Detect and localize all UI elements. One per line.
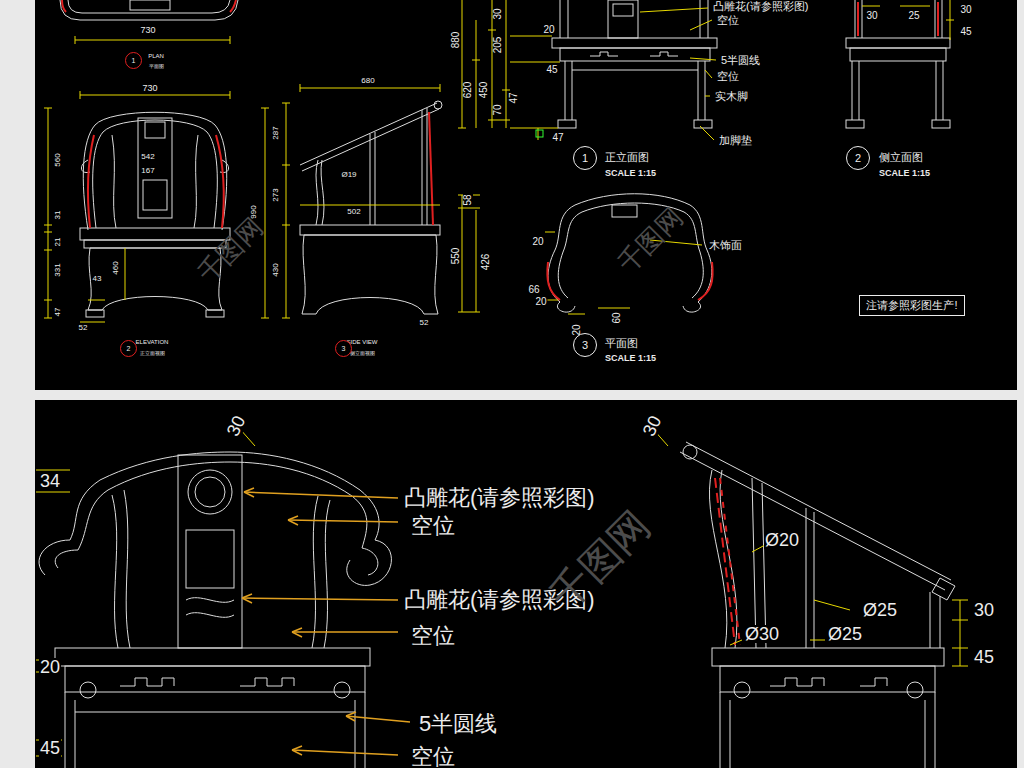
dimension-text: 平面图: [148, 64, 165, 69]
dimension-text: 880: [451, 31, 461, 50]
dimension-text: 502: [346, 208, 361, 216]
callout-text: 凸雕花(请参照彩图): [403, 487, 596, 509]
dimension-text: 52: [78, 324, 89, 332]
dimension-text: 730: [141, 84, 158, 93]
dimension-text: 460: [112, 260, 120, 275]
callout-text: 20: [39, 658, 61, 676]
dimension-text: 43: [92, 275, 103, 283]
callout-text: 正立面图: [604, 152, 650, 163]
callout-text: 空位: [410, 746, 456, 768]
dimension-text: 426: [481, 253, 491, 272]
dimension-text: 167: [140, 167, 155, 175]
dimension-text: SCALE 1:15: [604, 169, 657, 178]
callout-text: Ø30: [744, 625, 780, 643]
dimension-text: 45: [959, 27, 972, 37]
dimension-text: 45: [545, 65, 558, 75]
dimension-text: 730: [139, 26, 156, 35]
dimension-text: 58: [463, 193, 473, 206]
dimension-text: Ø19: [340, 171, 357, 179]
callout-text: 加脚垫: [718, 135, 753, 146]
callout-text: 空位: [716, 71, 740, 82]
dimension-text: 205: [493, 36, 503, 55]
callout-text: Ø25: [862, 601, 898, 619]
view-number-circle: 2: [846, 146, 870, 170]
dimension-text: 20: [534, 297, 547, 307]
dimension-text: 542: [140, 153, 155, 161]
dimension-text: 47: [509, 91, 519, 104]
dimension-text: 31: [54, 210, 62, 221]
callout-text: 5半圆线: [720, 55, 761, 66]
callout-text: 平面图: [604, 338, 639, 349]
view-number-circle: 3: [573, 333, 597, 357]
dimension-text: 560: [54, 152, 62, 167]
dimension-text: 450: [479, 81, 489, 100]
dimension-text: 47: [551, 133, 564, 143]
callout-text: 34: [39, 472, 61, 490]
callout-text: 45: [39, 739, 61, 757]
view-number: 3: [342, 345, 346, 352]
dimension-text: 273: [272, 187, 280, 202]
callout-text: Ø20: [764, 531, 800, 549]
callout-text: 木饰面: [708, 240, 743, 251]
dimension-text: 331: [54, 262, 62, 277]
dimension-text: 620: [463, 81, 473, 100]
callout-text: 空位: [410, 625, 456, 647]
dimension-text: 21: [54, 237, 62, 248]
view-number: 1: [582, 153, 588, 164]
dimension-text: 47: [54, 307, 62, 318]
view-number: 3: [582, 340, 588, 351]
dimension-text: PLAN: [147, 53, 165, 59]
callout-text: 30: [973, 601, 995, 619]
view-number: 2: [855, 153, 861, 164]
dimension-text: 正立面视图: [139, 351, 166, 356]
note-box: 注请参照彩图生产!: [859, 295, 965, 316]
callout-text: 5半圆线: [418, 713, 498, 735]
dimension-text: 550: [451, 247, 461, 266]
dimension-text: 侧立面视图: [349, 351, 376, 356]
callout-text: 侧立面图: [878, 152, 924, 163]
dimension-text: SCALE 1:15: [878, 169, 931, 178]
dimension-text: 66: [527, 285, 540, 295]
note-text: 注请参照彩图生产!: [866, 300, 957, 311]
view-number: 2: [127, 345, 131, 352]
dimension-text: 20: [542, 25, 555, 35]
dimension-text: 30: [959, 5, 972, 15]
view-number-circle: 1: [125, 52, 142, 69]
dimension-text: 52: [419, 319, 430, 327]
dimension-text: 30: [493, 7, 503, 20]
dimension-text: SCALE 1:15: [604, 354, 657, 363]
dimension-text: 430: [272, 262, 280, 277]
callout-text: 空位: [716, 15, 740, 26]
dimension-text: 30: [865, 11, 878, 21]
view-number-circle: 3: [335, 340, 352, 357]
view-number-circle: 2: [120, 340, 137, 357]
view-number: 1: [132, 57, 136, 64]
callout-text: Ø25: [827, 625, 863, 643]
view-number-circle: 1: [573, 146, 597, 170]
dimension-text: 20: [531, 237, 544, 247]
dimension-text: 25: [907, 11, 920, 21]
callout-text: 空位: [410, 515, 456, 537]
callout-text: 45: [973, 648, 995, 666]
dimension-text: 287: [272, 125, 280, 140]
dimension-text: 70: [493, 103, 503, 116]
dimension-text: ELEVATION: [135, 339, 170, 345]
dimension-text: 680: [360, 77, 375, 85]
dimension-text: 60: [612, 311, 622, 324]
callout-text: 实木脚: [714, 91, 749, 102]
callout-text: 凸雕花(请参照彩图): [712, 1, 809, 12]
